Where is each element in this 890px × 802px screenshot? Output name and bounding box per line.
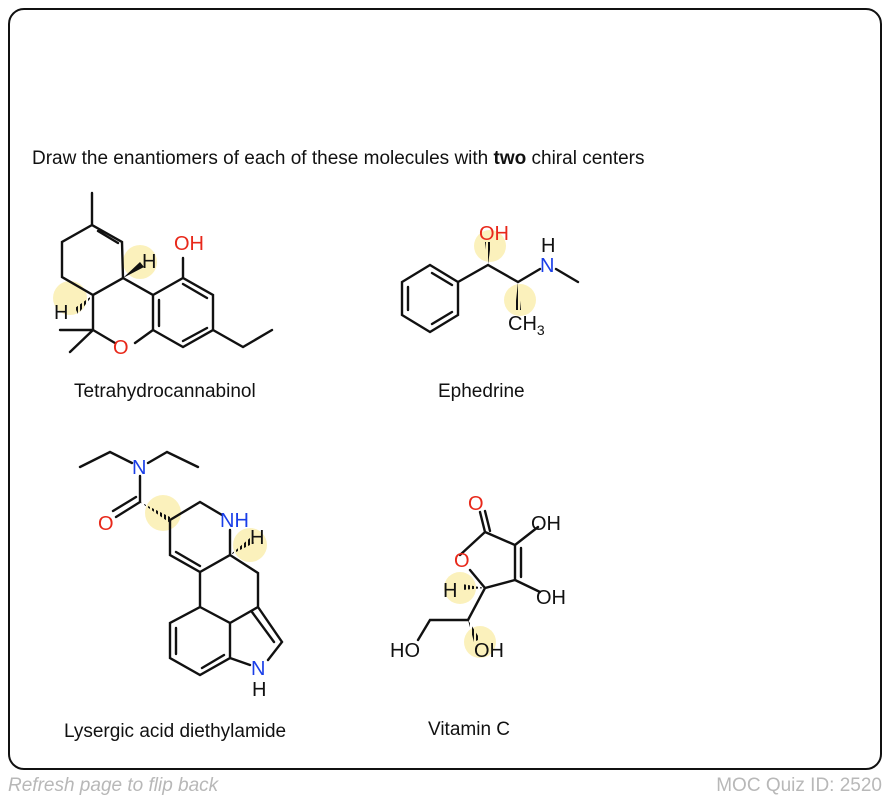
quiz-card[interactable] [8,8,882,770]
label-h: H [54,302,68,324]
quiz-id: MOC Quiz ID: 2520 [716,775,882,796]
lsd-structure: N O NH H N H Lysergic acid diethylamide [64,450,286,742]
thc-structure: OH O H H Tetrahydrocannabinol [53,191,274,402]
prompt-bold: two [493,148,527,169]
label-h: H [250,527,264,549]
ephedrine-structure: OH N H CH3 Ephedrine [400,223,580,402]
label-ho: HO [390,640,420,662]
label-h: H [443,580,457,602]
label-o: O [468,493,484,515]
flip-back-hint: Refresh page to flip back [8,775,219,796]
prompt-text-end: chiral centers [526,148,645,169]
label-o: O [113,337,129,359]
vitamin-c-structure: O OH OH O H HO OH Vitamin C [390,493,566,740]
molecule-name-lsd: Lysergic acid diethylamide [64,721,286,742]
label-o: O [98,513,114,535]
label-n: N [251,658,265,680]
label-ch3: CH3 [508,313,545,338]
label-oh: OH [531,513,561,535]
label-oh: OH [474,640,504,662]
molecule-name-vitamin-c: Vitamin C [428,719,510,740]
label-oh: OH [174,233,204,255]
prompt-text: Draw the enantiomers of each of these mo… [32,148,494,169]
label-oh: OH [536,587,566,609]
label-oh: OH [479,223,509,245]
molecule-name-ephedrine: Ephedrine [438,381,525,402]
molecule-name-thc: Tetrahydrocannabinol [74,381,256,402]
label-h: H [541,235,555,257]
label-h: H [142,251,156,273]
label-n: N [132,457,146,479]
label-n: N [540,255,554,277]
label-nh: NH [220,510,249,532]
label-h: H [252,679,266,701]
question-prompt: Draw the enantiomers of each of these mo… [32,148,645,170]
label-o: O [454,550,470,572]
